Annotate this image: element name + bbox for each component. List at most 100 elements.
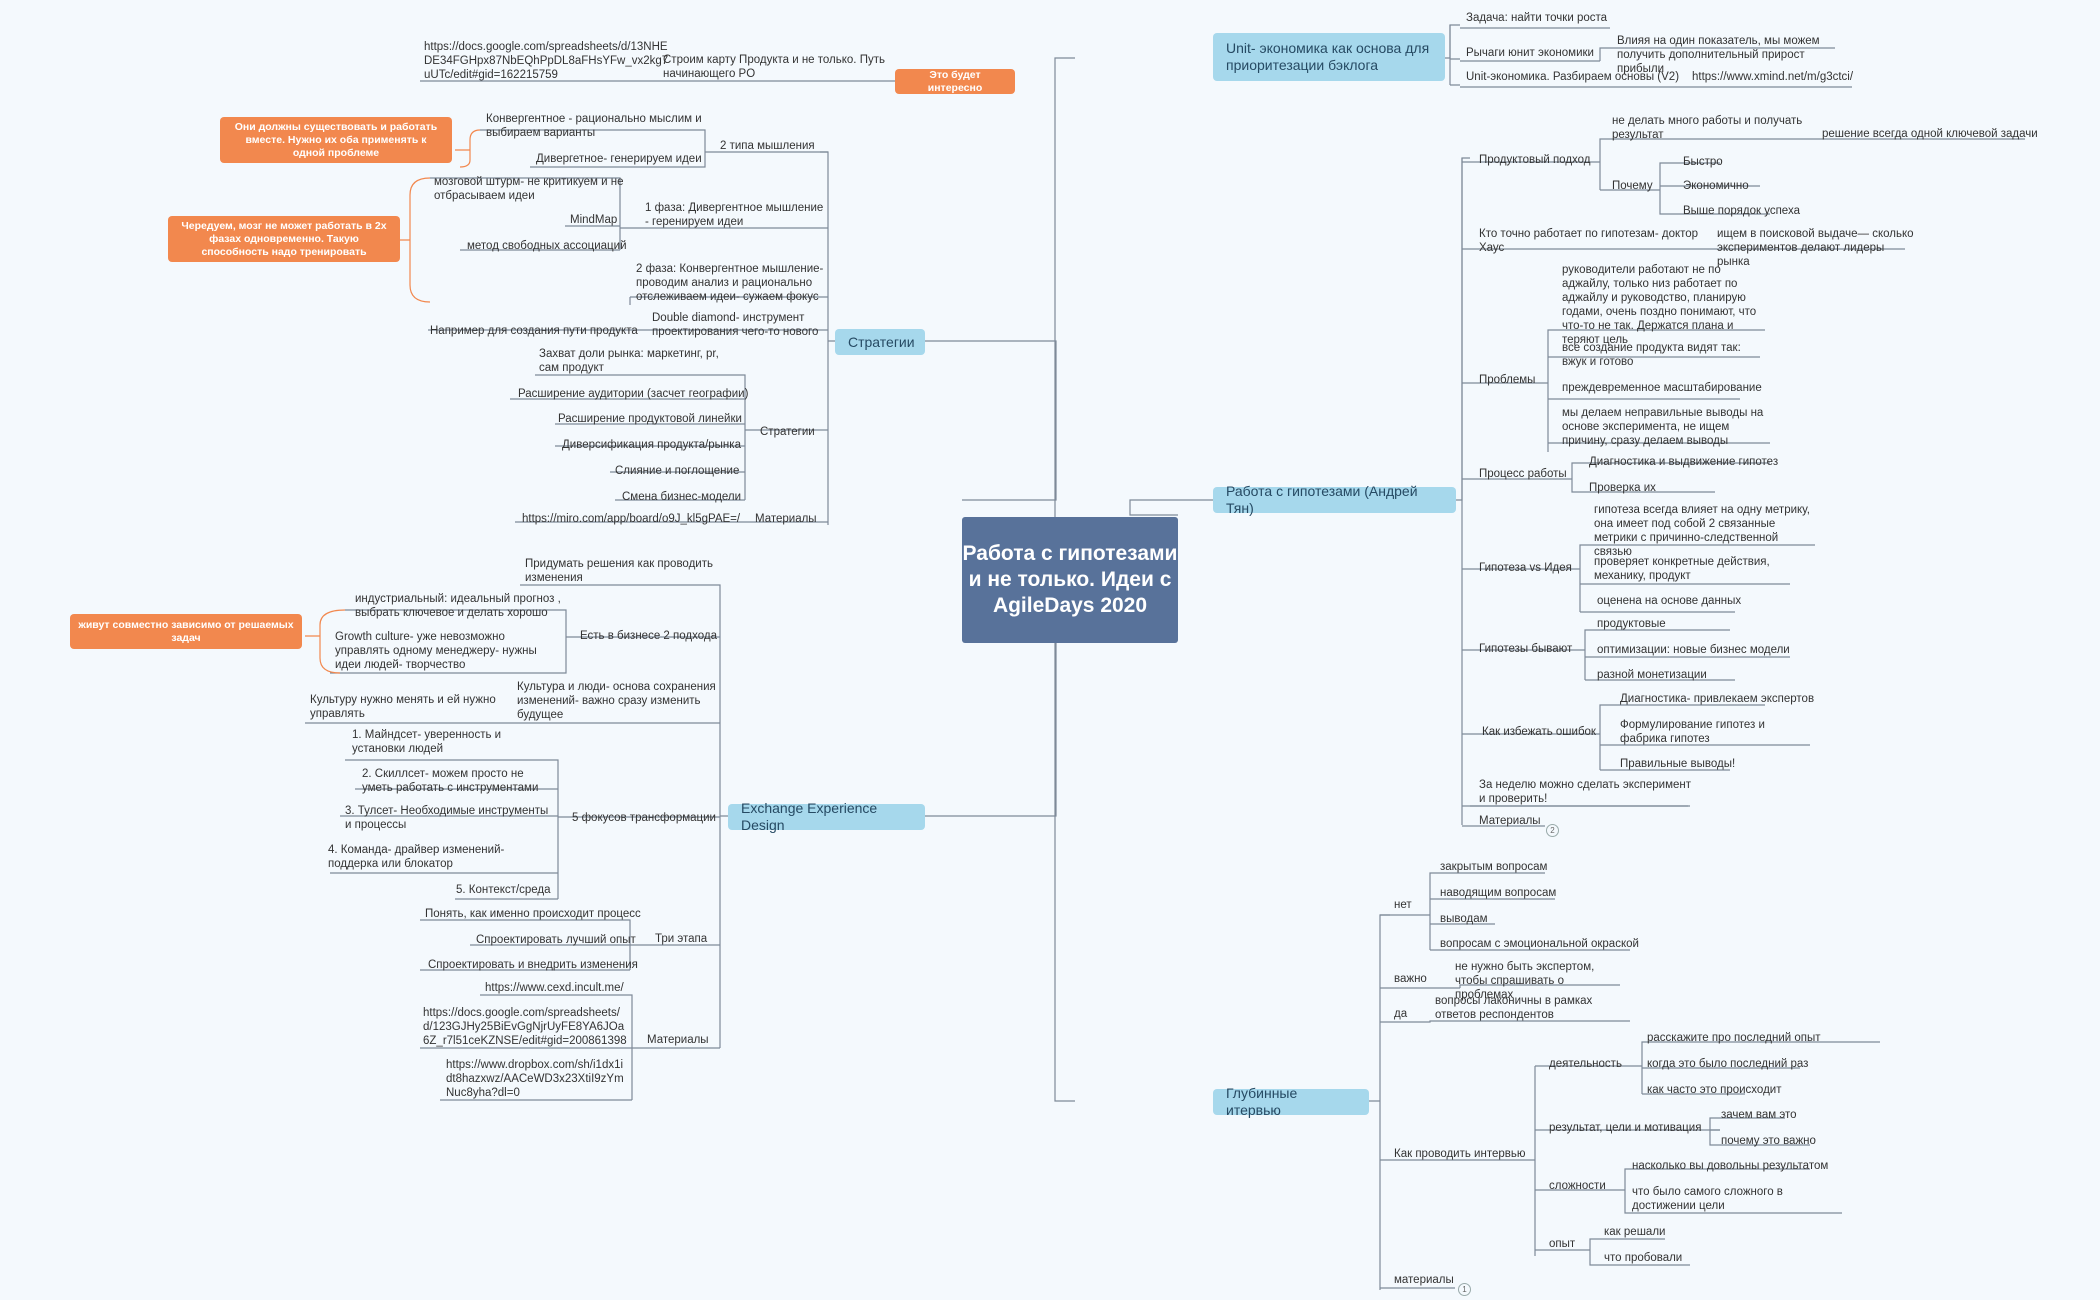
- topic-interviews[interactable]: Глубинные итервью: [1213, 1085, 1369, 1118]
- node-strategy-2[interactable]: Расширение аудитории (засчет географии): [518, 388, 749, 400]
- node-gdoc-link[interactable]: https://docs.google.com/spreadsheets/d/1…: [424, 41, 669, 81]
- node-phase2[interactable]: 2 фаза: Конвергентное мышление- проводим…: [636, 263, 824, 303]
- hyp-materials-count-badge[interactable]: 2: [1546, 824, 1559, 837]
- node-industrial[interactable]: индустриальный: идеальный прогноз , выбр…: [355, 593, 561, 619]
- topic-strategies[interactable]: Стратегии: [835, 329, 925, 355]
- node-activity-2[interactable]: когда это было последний раз: [1647, 1058, 1809, 1070]
- node-product-approach[interactable]: Продуктовый подход: [1479, 154, 1591, 166]
- node-mindmap[interactable]: MindMap: [570, 214, 618, 226]
- node-why-3[interactable]: Выше порядок успеха: [1683, 205, 1800, 217]
- node-exd-materials[interactable]: Материалы: [647, 1034, 709, 1046]
- node-unit-basics-link[interactable]: https://www.xmind.net/m/g3ctci/: [1692, 71, 1854, 83]
- node-activity-1[interactable]: расскажите про последний опыт: [1647, 1032, 1821, 1044]
- node-problem-3[interactable]: преждевременное масштабирование: [1562, 382, 1762, 394]
- node-strategy-5[interactable]: Слияние и поглощение: [615, 465, 740, 477]
- node-culture[interactable]: Культура и люди- основа сохранения измен…: [517, 681, 716, 721]
- node-free-association[interactable]: метод свободных ассоциаций: [467, 240, 627, 252]
- callout-interesting[interactable]: Это будет интересно: [895, 69, 1015, 94]
- node-avoid-2[interactable]: Формулирование гипотез и фабрика гипотез: [1620, 719, 1765, 745]
- node-exd-link-1[interactable]: https://www.cexd.incult.me/: [485, 982, 624, 994]
- node-two-approaches[interactable]: Есть в бизнесе 2 подхода: [580, 630, 717, 642]
- callout-coexist[interactable]: живут совместно зависимо от решаемых зад…: [70, 614, 302, 649]
- node-unit-basics[interactable]: Unit-экономика. Разбираем основы (V2): [1466, 71, 1680, 83]
- node-yes-1[interactable]: вопросы лаконичны в рамках ответов респо…: [1435, 995, 1593, 1021]
- node-difficulty[interactable]: сложности: [1549, 1180, 1606, 1192]
- node-focus-2[interactable]: 2. Скиллсет- можем просто не уметь работ…: [362, 768, 539, 794]
- node-problems[interactable]: Проблемы: [1479, 374, 1536, 386]
- topic-hypotheses[interactable]: Работа с гипотезами (Андрей Тян): [1213, 483, 1456, 516]
- node-why-2[interactable]: Экономично: [1683, 180, 1749, 192]
- node-kinds-2[interactable]: оптимизации: новые бизнес модели: [1597, 644, 1790, 656]
- node-five-focuses[interactable]: 5 фокусов трансформации: [572, 812, 716, 824]
- node-brainstorm[interactable]: мозговой штурм- не критикуем и не отбрас…: [434, 176, 624, 202]
- node-unit-levers[interactable]: Рычаги юнит экономики: [1466, 47, 1594, 59]
- node-dd-example[interactable]: Например для создания пути продукта: [430, 325, 638, 337]
- node-no-3[interactable]: выводам: [1440, 913, 1488, 925]
- node-focus-3[interactable]: 3. Тулсет- Необходимые инструменты и про…: [345, 805, 549, 831]
- node-yes[interactable]: да: [1394, 1008, 1408, 1020]
- node-stage-3[interactable]: Спроектировать и внедрить изменения: [428, 959, 638, 971]
- node-no[interactable]: нет: [1394, 899, 1412, 911]
- node-avoid-3[interactable]: Правильные выводы!: [1620, 758, 1736, 770]
- node-divergent[interactable]: Дивергетное- генерируем идеи: [536, 153, 702, 165]
- node-stage-1[interactable]: Понять, как именно происходит процесс: [425, 908, 641, 920]
- node-problem-4[interactable]: мы делаем неправильные выводы на основе …: [1562, 407, 1764, 447]
- node-hyp-kinds[interactable]: Гипотезы бывают: [1479, 643, 1573, 655]
- node-activity-3[interactable]: как часто это происходит: [1647, 1084, 1782, 1096]
- node-kinds-3[interactable]: разной монетизации: [1597, 669, 1707, 681]
- node-strategy-3[interactable]: Расширение продуктовой линейки: [558, 413, 742, 425]
- node-stage-2[interactable]: Спроектировать лучший опыт: [476, 934, 636, 946]
- node-why[interactable]: Почему: [1612, 180, 1653, 192]
- node-unit-task[interactable]: Задача: найти точки роста: [1466, 12, 1608, 24]
- node-focus-1[interactable]: 1. Майндсет- уверенность и установки люд…: [352, 729, 502, 755]
- node-miro-link[interactable]: https://miro.com/app/board/o9J_kl5gPAE=/: [522, 513, 741, 525]
- central-topic[interactable]: Работа с гипотезами и не только. Идеи с …: [962, 517, 1178, 643]
- node-product-approach-1[interactable]: не делать много работы и получать резуль…: [1612, 115, 1803, 141]
- node-who-house-1[interactable]: ищем в поисковой выдаче— сколько экспери…: [1717, 228, 1914, 268]
- node-three-stages[interactable]: Три этапа: [655, 933, 708, 945]
- node-process[interactable]: Процесс работы: [1479, 468, 1567, 480]
- node-interview-materials[interactable]: материалы: [1394, 1274, 1454, 1286]
- node-difficulty-1[interactable]: насколько вы довольны результатом: [1632, 1160, 1829, 1172]
- node-strategy-1[interactable]: Захват доли рынка: маркетинг, pr, сам пр…: [539, 348, 719, 374]
- node-exd-solutions[interactable]: Придумать решения как проводить изменени…: [525, 558, 713, 584]
- node-avoid-errors[interactable]: Как избежать ошибок: [1482, 726, 1596, 738]
- node-who-house[interactable]: Кто точно работает по гипотезам- доктор …: [1479, 228, 1699, 254]
- topic-exd[interactable]: Exchange Experience Design: [728, 800, 925, 833]
- node-experience-1[interactable]: как решали: [1604, 1226, 1666, 1238]
- node-product-map[interactable]: Строим карту Продукта и не только. Путь …: [663, 54, 885, 80]
- node-result[interactable]: результат, цели и мотивация: [1549, 1122, 1702, 1134]
- node-no-4[interactable]: вопросам с эмоциональной окраской: [1440, 938, 1639, 950]
- node-experience-2[interactable]: что пробовали: [1604, 1252, 1683, 1264]
- node-hyp-vs-idea[interactable]: Гипотеза vs Идея: [1479, 562, 1572, 574]
- node-process-1[interactable]: Диагностика и выдвижение гипотез: [1589, 456, 1779, 468]
- node-exd-link-3[interactable]: https://www.dropbox.com/sh/i1dx1idt8hazx…: [446, 1059, 624, 1099]
- node-vs-1[interactable]: гипотеза всегда влияет на одну метрику, …: [1594, 504, 1810, 558]
- node-focus-4[interactable]: 4. Команда- драйвер изменений- поддерка …: [328, 844, 505, 870]
- node-convergent[interactable]: Конвергентное - рационально мыслим и выб…: [486, 113, 702, 139]
- node-two-types[interactable]: 2 типа мышления: [720, 140, 815, 152]
- node-problem-1[interactable]: руководители работают не по аджайлу, тол…: [1562, 264, 1757, 346]
- interview-materials-count-badge[interactable]: 1: [1458, 1283, 1471, 1296]
- node-vs-2[interactable]: проверяет конкретные действия, механику,…: [1594, 556, 1770, 582]
- node-activity[interactable]: деятельность: [1549, 1058, 1622, 1070]
- node-result-2[interactable]: почему это важно: [1721, 1135, 1816, 1147]
- node-avoid-1[interactable]: Диагностика- привлекаем экспертов: [1620, 693, 1815, 705]
- node-double-diamond[interactable]: Double diamond- инструмент проектировани…: [652, 312, 819, 338]
- node-exd-link-2[interactable]: https://docs.google.com/spreadsheets/d/1…: [423, 1007, 627, 1047]
- node-strategy-6[interactable]: Смена бизнес-модели: [622, 491, 742, 503]
- node-problem-2[interactable]: все создание продукта видят так: вжук и …: [1562, 342, 1741, 368]
- node-experience[interactable]: опыт: [1549, 1238, 1576, 1250]
- node-process-2[interactable]: Проверка их: [1589, 482, 1656, 494]
- node-kinds-1[interactable]: продуктовые: [1597, 618, 1666, 630]
- node-focus-5[interactable]: 5. Контекст/среда: [456, 884, 551, 896]
- callout-alternate-phases[interactable]: Чередуем, мозг не может работать в 2х фа…: [168, 216, 400, 262]
- node-vs-3[interactable]: оценена на основе данных: [1597, 595, 1742, 607]
- node-no-1[interactable]: закрытым вопросам: [1440, 861, 1548, 873]
- node-strat-materials[interactable]: Материалы: [755, 513, 817, 525]
- node-why-1[interactable]: Быстро: [1683, 156, 1723, 168]
- node-unit-levers-detail[interactable]: Влияя на один показатель, мы можем получ…: [1617, 35, 1820, 75]
- node-important-1[interactable]: не нужно быть экспертом, чтобы спрашиват…: [1455, 961, 1595, 1001]
- node-no-2[interactable]: наводящим вопросам: [1440, 887, 1557, 899]
- node-growth-culture[interactable]: Growth culture- уже невозможно управлять…: [335, 631, 537, 671]
